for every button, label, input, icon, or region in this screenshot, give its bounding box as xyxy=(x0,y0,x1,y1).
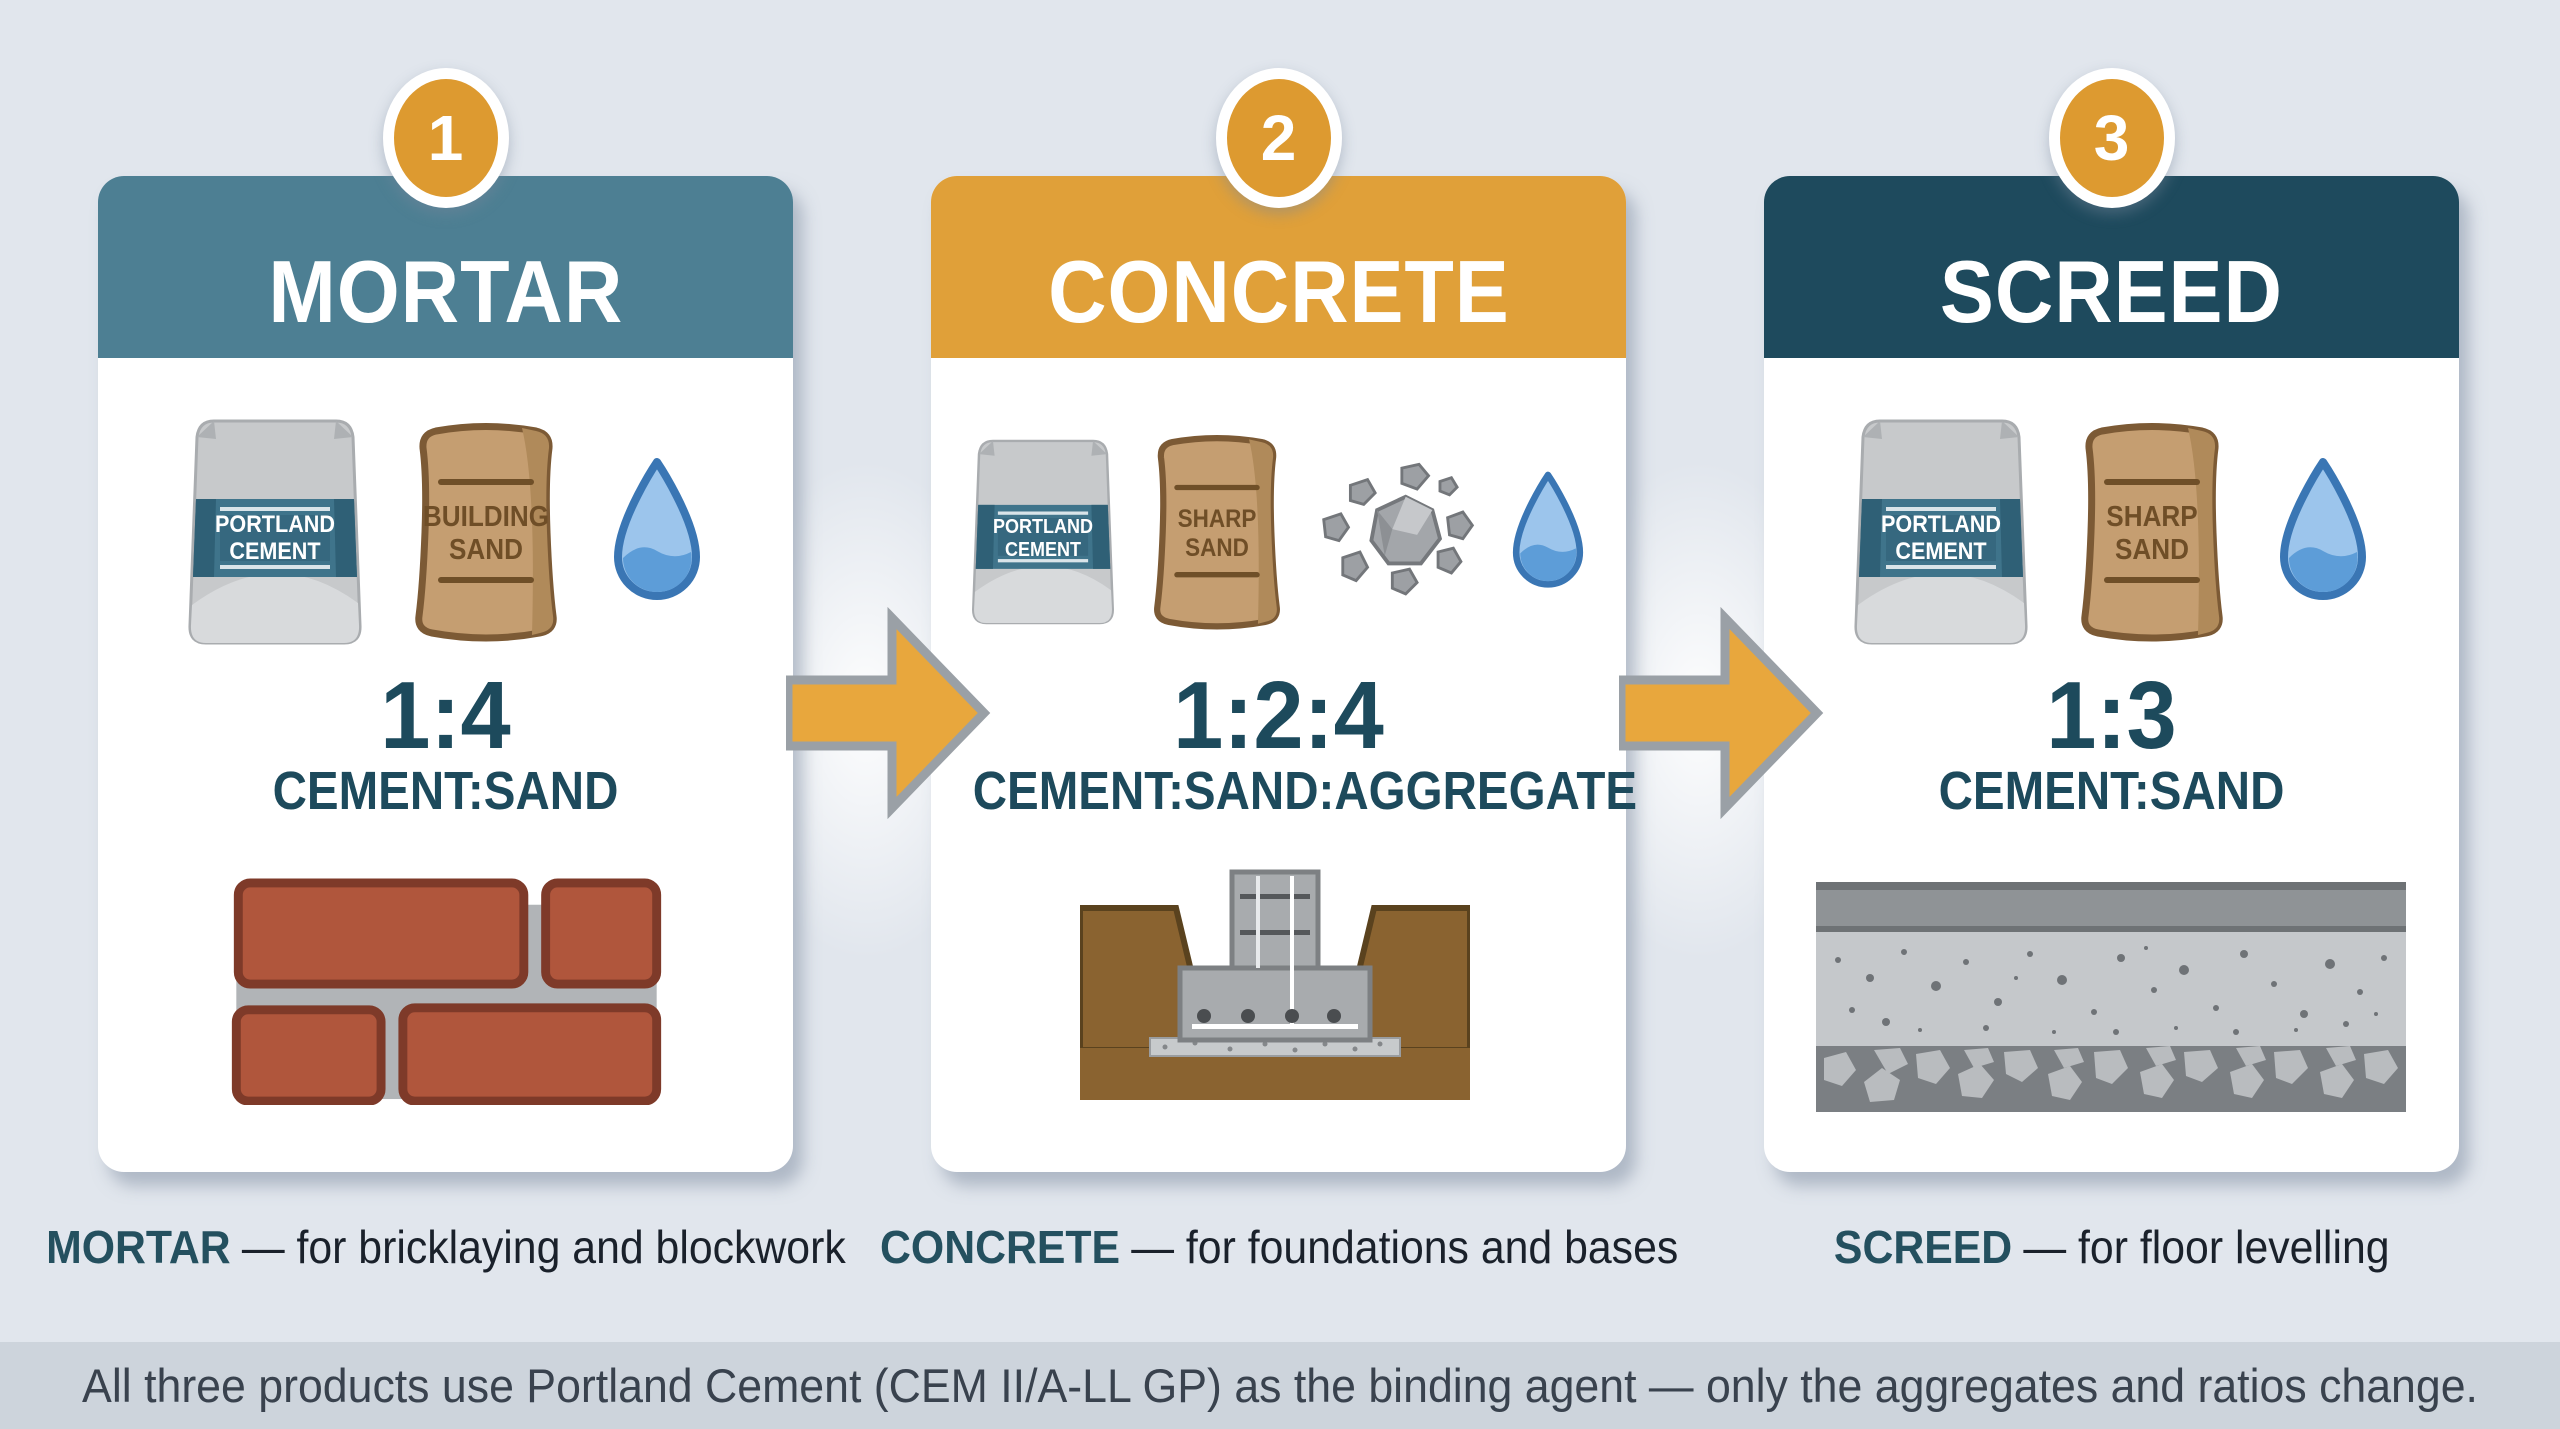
sand-bag-label: SHARP SAND xyxy=(1151,489,1282,579)
brick-wall-graphic xyxy=(231,878,662,1105)
cement-bag-label: PORTLAND CEMENT xyxy=(194,511,354,567)
caption-text-wrap: CONCRETE— for foundations and bases xyxy=(880,1220,1678,1274)
cement-bag-graphic xyxy=(187,419,362,645)
water-drop-graphic xyxy=(613,457,700,600)
caption-term: CONCRETE xyxy=(879,1221,1120,1273)
card-title: CONCRETE xyxy=(1047,242,1510,341)
cement-label-line2: CEMENT xyxy=(1894,538,1987,566)
caption-term: MORTAR xyxy=(46,1221,231,1273)
card-screed: 3 SCREED PORTLAND CEMENT xyxy=(1764,68,2459,1172)
caption-description: — for bricklaying and blockwork xyxy=(241,1221,846,1273)
cement-bag-graphic xyxy=(971,439,1114,625)
sand-label-line2: SAND xyxy=(2114,534,2189,567)
sand-label-line2: SAND xyxy=(1184,534,1249,563)
card-mortar: 1 MORTAR PORTLAND CEMENT xyxy=(98,68,793,1172)
mortar-caption: MORTAR— for bricklaying and blockwork xyxy=(0,1220,896,1274)
aggregate-stones-icon xyxy=(1318,457,1480,607)
cement-label-line2: CEMENT xyxy=(1004,538,1081,561)
arrow-graphic xyxy=(786,606,991,820)
mix-ratio-label: CEMENT:SAND xyxy=(272,761,619,821)
aggregate-graphic xyxy=(1321,462,1474,596)
badge-number: 3 xyxy=(2093,102,2130,174)
ingredients-row: PORTLAND CEMENT BUILDING SAND xyxy=(98,412,793,652)
card-concrete: 2 CONCRETE PORTLAND CEMENT xyxy=(931,68,1638,1172)
footer-note: All three products use Portland Cement (… xyxy=(82,1359,2478,1412)
ingredients-row: PORTLAND CEMENT SHARP SAND xyxy=(1764,412,2459,652)
footer-bar: All three products use Portland Cement (… xyxy=(0,1342,2560,1429)
sand-bag-label: BUILDING SAND xyxy=(412,488,560,580)
trench-foundation-illustration xyxy=(1080,866,1470,1110)
portland-cement-bag-icon: PORTLAND CEMENT xyxy=(186,415,364,649)
water-drop-graphic xyxy=(1512,471,1583,588)
sand-bag-graphic xyxy=(414,423,557,642)
cement-label-line1: PORTLAND xyxy=(214,511,335,539)
sand-label-line2: SAND xyxy=(448,534,523,567)
sand-bag-graphic xyxy=(1153,434,1280,630)
cement-bag-label: PORTLAND CEMENT xyxy=(977,512,1108,566)
sand-label-line1: SHARP xyxy=(2105,500,2198,533)
sand-bag-label: SHARP SAND xyxy=(2078,488,2226,580)
step-1-badge: 1 xyxy=(382,68,509,208)
screed-caption: SCREED— for floor levelling xyxy=(1662,1220,2560,1274)
water-drop-graphic xyxy=(2279,457,2366,600)
mix-ratio: 1:2:4 xyxy=(1173,662,1384,769)
sharp-sand-bag-icon: SHARP SAND xyxy=(2070,417,2234,647)
card-title: SCREED xyxy=(1940,242,2283,341)
building-sand-bag-icon: BUILDING SAND xyxy=(404,417,568,647)
card-title: MORTAR xyxy=(268,242,623,341)
badge-number: 2 xyxy=(1260,102,1297,174)
mix-ratio-label: CEMENT:SAND xyxy=(1938,761,2285,821)
concrete-caption: CONCRETE— for foundations and bases xyxy=(829,1220,1729,1274)
arrow-graphic xyxy=(1619,606,1824,820)
ingredients-row: PORTLAND CEMENT SHARP SAND xyxy=(931,412,1626,652)
step-3-badge: 3 xyxy=(2048,68,2175,208)
mix-ratio: 1:3 xyxy=(2046,662,2177,769)
sand-bag-graphic xyxy=(2080,423,2223,642)
caption-description: — for foundations and bases xyxy=(1131,1221,1679,1273)
portland-cement-bag-icon: PORTLAND CEMENT xyxy=(970,419,1116,645)
arrow-right-icon xyxy=(1619,600,1824,826)
caption-description: — for floor levelling xyxy=(2023,1221,2390,1273)
mix-ratio-label: CEMENT:SAND:AGGREGATE xyxy=(972,761,1638,821)
sharp-sand-bag-icon: SHARP SAND xyxy=(1144,419,1290,645)
water-drop-icon xyxy=(1508,459,1588,606)
screed-graphic xyxy=(1816,882,2406,1112)
cement-label-line1: PORTLAND xyxy=(1880,511,2001,539)
caption-term: SCREED xyxy=(1834,1221,2013,1273)
mortar-header: MORTAR xyxy=(98,176,793,358)
cement-label-line2: CEMENT xyxy=(228,538,321,566)
foundation-graphic xyxy=(1080,869,1470,1100)
cement-label-line1: PORTLAND xyxy=(992,516,1093,539)
portland-cement-bag-icon: PORTLAND CEMENT xyxy=(1852,415,2030,649)
badge-number: 1 xyxy=(427,102,464,174)
cement-bag-graphic xyxy=(1853,419,2028,645)
sand-label-line1: BUILDING xyxy=(422,500,549,533)
brick-wall-illustration xyxy=(230,875,663,1105)
water-drop-icon xyxy=(2274,455,2372,610)
arrow-right-icon xyxy=(786,600,991,826)
caption-text-wrap: SCREED— for floor levelling xyxy=(1834,1220,2390,1274)
cement-bag-label: PORTLAND CEMENT xyxy=(1860,511,2020,567)
screed-layers-illustration xyxy=(1816,882,2406,1112)
water-drop-icon xyxy=(608,455,706,610)
mix-ratio: 1:4 xyxy=(380,662,511,769)
caption-text-wrap: MORTAR— for bricklaying and blockwork xyxy=(46,1220,846,1274)
sand-label-line1: SHARP xyxy=(1177,505,1256,534)
step-2-badge: 2 xyxy=(1215,68,1342,208)
